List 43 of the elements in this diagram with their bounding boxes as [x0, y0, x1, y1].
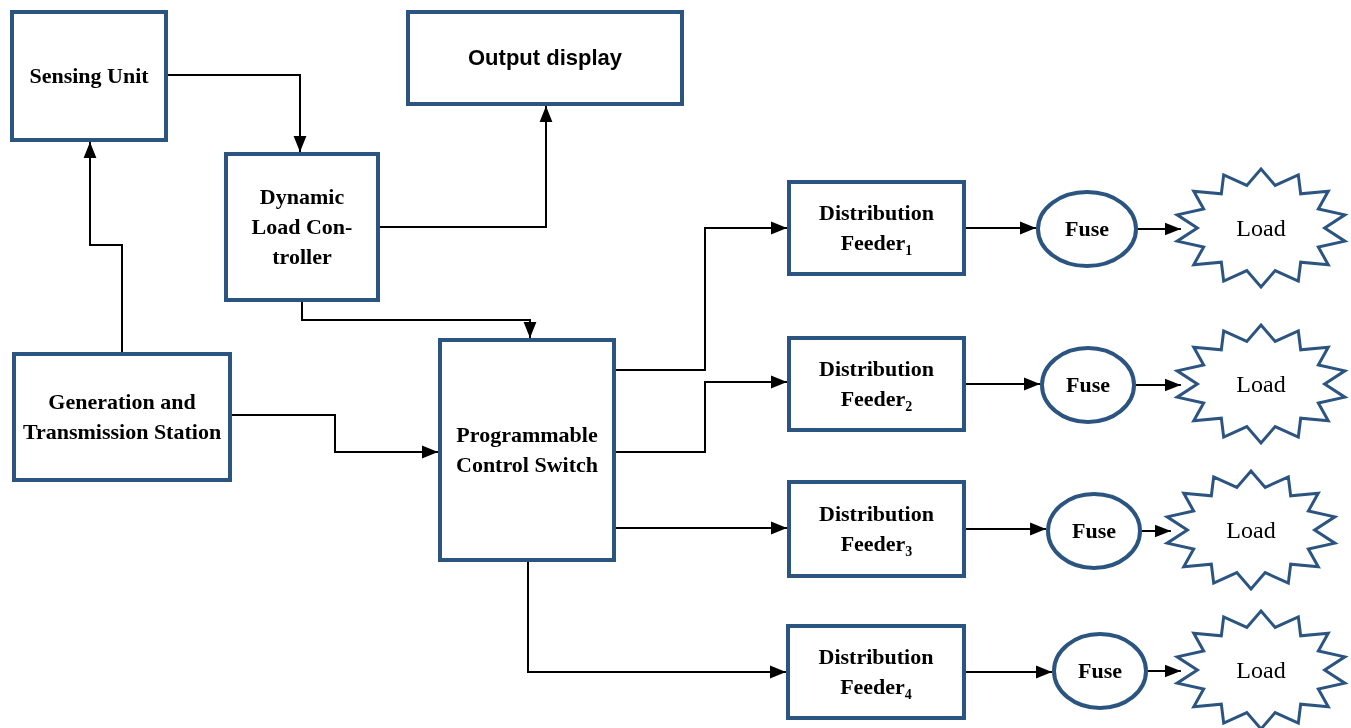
arrow — [965, 522, 1048, 536]
process-box — [787, 336, 966, 432]
process-box — [787, 480, 966, 578]
node-label: Load — [1236, 214, 1286, 243]
process-box — [224, 152, 380, 302]
node-label: Generation and Transmission Station — [22, 388, 222, 446]
process-box — [786, 624, 966, 720]
node-label: Load — [1236, 370, 1286, 399]
arrow — [379, 105, 553, 228]
arrow — [615, 521, 788, 535]
arrow — [965, 377, 1041, 391]
process-box — [10, 10, 168, 142]
arrow — [83, 141, 123, 353]
node-label: Load — [1236, 656, 1286, 685]
arrow — [615, 221, 788, 371]
node-label: Output display — [468, 44, 622, 72]
arrow — [301, 301, 537, 339]
node-label: Sensing Unit — [29, 62, 149, 90]
arrow — [1135, 378, 1182, 392]
node-label: Dynamic Load Con-troller — [250, 183, 354, 271]
node-label: Distribution Feeder$_{3}$ — [818, 500, 935, 559]
node-label: Fuse — [1066, 371, 1110, 399]
node-label: Distribution Feeder$_{2}$ — [818, 355, 935, 414]
arrow — [965, 665, 1053, 679]
process-box — [438, 338, 616, 562]
arrow — [167, 74, 307, 153]
arrow — [231, 414, 439, 459]
process-box — [787, 180, 966, 276]
arrow — [1147, 664, 1182, 678]
node-label: Distribution Feeder$_{1}$ — [818, 199, 935, 258]
process-box — [406, 10, 684, 106]
arrow — [615, 375, 788, 453]
node-label: Load — [1226, 516, 1276, 545]
arrow — [1141, 524, 1172, 538]
arrow — [1137, 222, 1182, 236]
arrow — [527, 561, 787, 679]
arrow — [965, 221, 1037, 235]
node-label: Fuse — [1078, 657, 1122, 685]
node-label: Fuse — [1065, 215, 1109, 243]
node-label: Distribution Feeder$_{4}$ — [817, 643, 935, 702]
process-box — [12, 352, 232, 482]
node-label: Programmable Control Switch — [455, 421, 599, 479]
node-label: Fuse — [1072, 517, 1116, 545]
